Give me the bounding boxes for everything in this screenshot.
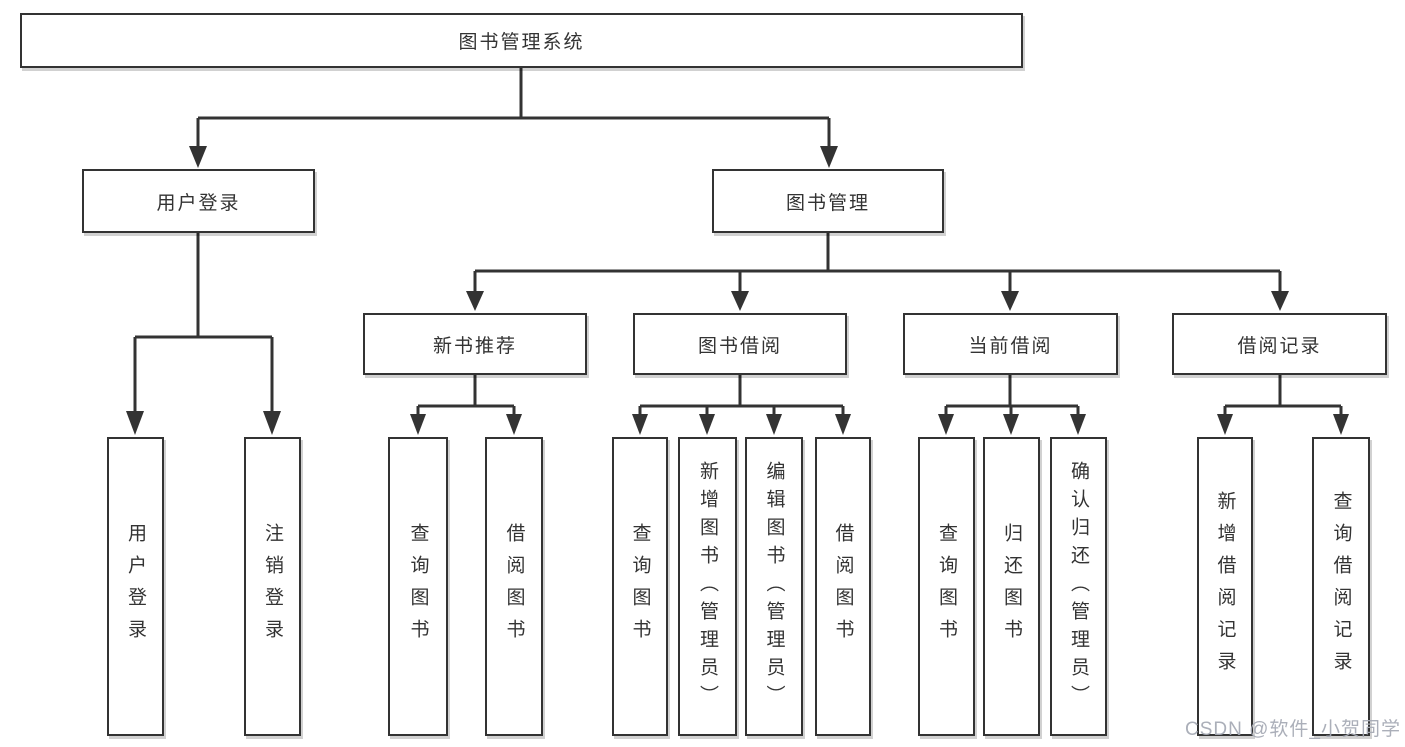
leaf-add-books-admin: 新增图书（管理员） — [678, 437, 737, 736]
leaf-borrow-books-recommendation-label: 借阅图书 — [503, 522, 525, 651]
leaf-add-books-admin-label: 新增图书（管理员） — [697, 460, 718, 713]
arrowhead — [731, 291, 749, 311]
leaf-add-borrow-record-label: 新增借阅记录 — [1214, 490, 1236, 683]
csdn-watermark: CSDN @软件_小贺同学 — [1185, 719, 1401, 740]
arrowhead — [1001, 291, 1019, 311]
leaf-borrow-books: 借阅图书 — [815, 437, 871, 736]
leaf-query-books-recommendation-label: 查询图书 — [407, 522, 429, 651]
arrowhead — [835, 414, 851, 435]
leaf-borrow-books-recommendation: 借阅图书 — [485, 437, 543, 736]
arrowhead — [189, 146, 207, 168]
leaf-edit-books-admin-label: 编辑图书（管理员） — [763, 460, 785, 713]
leaf-logout: 注销登录 — [244, 437, 301, 736]
connector-new-book-split — [416, 375, 516, 416]
leaf-query-books-recommendation: 查询图书 — [388, 437, 448, 736]
leaf-edit-books-admin: 编辑图书（管理员） — [745, 437, 803, 736]
connector-user-login-split — [133, 233, 274, 413]
arrowhead — [126, 411, 144, 435]
arrowhead — [466, 291, 484, 311]
leaf-query-books-borrowing-label: 查询图书 — [629, 522, 651, 651]
arrowhead — [263, 411, 281, 435]
node-new-book-recommendation-label: 新书推荐 — [432, 335, 517, 357]
node-user-login-label: 用户登录 — [156, 192, 241, 214]
connector-root-split — [196, 68, 831, 148]
arrowhead — [410, 414, 426, 435]
node-book-borrowing: 图书借阅 — [633, 313, 847, 375]
arrowhead — [1333, 414, 1349, 435]
leaf-confirm-return-admin-label: 确认归还（管理员） — [1068, 460, 1089, 713]
leaf-user-login: 用户登录 — [107, 437, 164, 736]
connector-current-borrowing-split — [944, 375, 1080, 416]
node-current-borrowing: 当前借阅 — [903, 313, 1118, 375]
connector-book-borrowing-split — [638, 375, 845, 416]
node-borrowing-records-label: 借阅记录 — [1237, 335, 1322, 357]
leaf-query-books-current: 查询图书 — [918, 437, 975, 736]
node-book-borrowing-label: 图书借阅 — [697, 335, 782, 357]
leaf-confirm-return-admin: 确认归还（管理员） — [1050, 437, 1107, 736]
arrowhead — [699, 414, 715, 435]
node-current-borrowing-label: 当前借阅 — [968, 335, 1053, 357]
node-new-book-recommendation: 新书推荐 — [363, 313, 587, 375]
arrowhead — [1271, 291, 1289, 311]
arrowhead — [820, 146, 838, 168]
leaf-add-borrow-record: 新增借阅记录 — [1197, 437, 1253, 736]
leaf-borrow-books-label: 借阅图书 — [832, 522, 854, 651]
leaf-query-books-borrowing: 查询图书 — [612, 437, 668, 736]
connector-book-management-split — [473, 233, 1282, 293]
node-book-management-label: 图书管理 — [785, 192, 870, 214]
node-book-management: 图书管理 — [712, 169, 944, 233]
leaf-logout-label: 注销登录 — [262, 522, 283, 651]
connector-borrowing-records-split — [1223, 375, 1343, 416]
leaf-query-borrow-record-label: 查询借阅记录 — [1330, 490, 1352, 683]
node-library-management-system-label: 图书管理系统 — [458, 32, 585, 53]
leaf-user-login-label: 用户登录 — [125, 522, 146, 651]
arrowhead — [1070, 414, 1086, 435]
leaf-return-books-label: 归还图书 — [1001, 522, 1022, 651]
node-library-management-system: 图书管理系统 — [20, 13, 1023, 68]
arrowhead — [632, 414, 648, 435]
leaf-query-books-current-label: 查询图书 — [936, 522, 957, 651]
arrowhead — [506, 414, 522, 435]
leaf-query-borrow-record: 查询借阅记录 — [1312, 437, 1370, 736]
arrowhead — [938, 414, 954, 435]
arrowhead — [1003, 414, 1019, 435]
node-borrowing-records: 借阅记录 — [1172, 313, 1387, 375]
leaf-return-books: 归还图书 — [983, 437, 1040, 736]
arrowhead — [1217, 414, 1233, 435]
node-user-login: 用户登录 — [82, 169, 315, 233]
arrowhead — [766, 414, 782, 435]
